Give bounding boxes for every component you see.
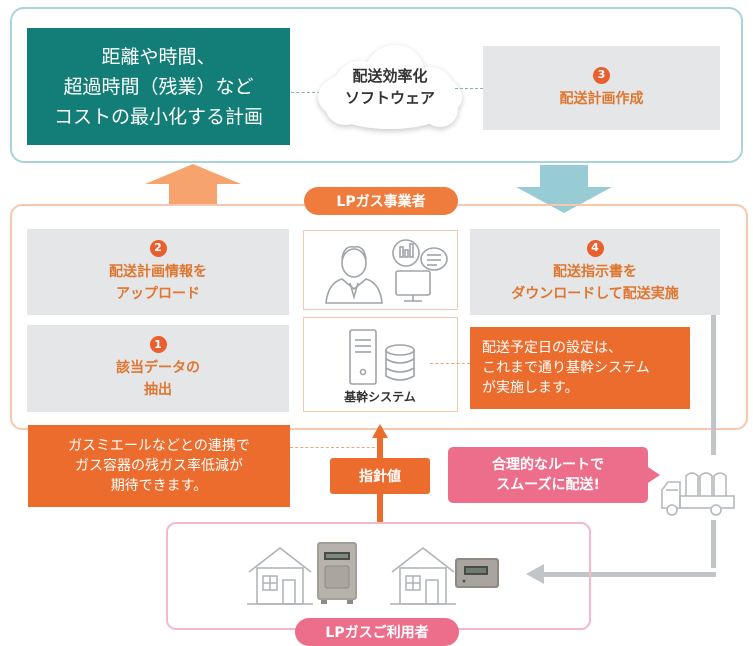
house-icon <box>247 547 313 605</box>
core-system-note: 配送予定日の設定は、 これまで通り基幹システム が実施します。 <box>470 327 690 409</box>
step4-line-1: 配送指示書を <box>553 263 637 280</box>
software-frame <box>10 7 743 163</box>
operator-card <box>303 230 458 310</box>
user-frame <box>166 522 591 630</box>
step1-line-1: 該当データの <box>116 360 200 376</box>
gas-note-line-1: ガスミエールなどとの連携で <box>68 438 250 454</box>
gas-meter-icon <box>317 542 357 604</box>
step2-box: 2 配送計画情報を アップロード <box>27 229 289 315</box>
smart-meter-icon <box>455 558 499 588</box>
route-line-left <box>540 572 716 577</box>
step3-box: 3 配送計画作成 <box>483 46 720 130</box>
note-line-3: が実施します。 <box>482 380 579 396</box>
house-icon-2 <box>390 547 456 605</box>
step1-box: 1 該当データの 抽出 <box>27 325 289 412</box>
goal-connector <box>291 92 331 93</box>
user-label: LPガスご利用者 <box>295 618 459 646</box>
route-pointer-icon <box>648 467 660 483</box>
gas-meter-note: ガスミエールなどとの連携で ガス容器の残ガス率低減が 期待できます。 <box>28 425 290 507</box>
step2-line-2: アップロード <box>116 285 200 302</box>
core-system-label: 基幹システム <box>344 390 416 404</box>
delivery-truck-icon <box>661 472 735 516</box>
goal-line-1: 距離や時間、 <box>101 45 216 68</box>
software-line-1: 配送効率化 <box>352 67 428 85</box>
step4-number: 4 <box>586 239 604 257</box>
step1-number: 1 <box>149 336 167 353</box>
goal-line-2: 超過時間（残業）など <box>63 75 254 98</box>
step1-line-2: 抽出 <box>144 382 172 398</box>
note-connector <box>430 363 470 364</box>
step4-line-2: ダウンロードして配送実施 <box>511 285 679 302</box>
step3-number: 3 <box>593 66 610 84</box>
step4-box: 4 配送指示書を ダウンロードして配送実施 <box>470 229 720 315</box>
step2-number: 2 <box>149 239 167 257</box>
note-line-2: これまで通り基幹システム <box>482 360 650 376</box>
route-line-2: スムーズに配送! <box>496 477 600 493</box>
cloud-icon <box>318 45 462 129</box>
optimization-goal-box: 距離や時間、 超過時間（残業）など コストの最小化する計画 <box>27 28 290 145</box>
step3-label: 配送計画作成 <box>559 90 644 107</box>
route-arrowhead-icon <box>526 564 544 584</box>
gas-note-line-2: ガス容器の残ガス率低減が <box>75 458 243 474</box>
goal-line-3: コストの最小化する計画 <box>53 105 263 128</box>
indicator-arrowhead-icon <box>372 424 388 438</box>
operator-computer-icon <box>325 239 448 304</box>
provider-label: LPガス事業者 <box>304 187 458 215</box>
indicator-label: 指針値 <box>330 458 430 494</box>
download-arrow-icon <box>516 165 612 213</box>
core-system-card: 基幹システム <box>303 317 458 412</box>
software-label: 配送効率化 ソフトウェア <box>320 62 460 112</box>
note-line-1: 配送予定日の設定は、 <box>482 340 622 356</box>
software-line-2: ソフトウェア <box>344 89 435 107</box>
gas-note-connector <box>290 447 380 448</box>
gas-note-line-3: 期待できます。 <box>110 478 208 494</box>
route-line-down-2 <box>711 520 716 568</box>
route-line-1: 合理的なルートで <box>492 457 604 473</box>
step2-line-1: 配送計画情報を <box>109 263 207 280</box>
route-note: 合理的なルートで スムーズに配送! <box>448 447 648 503</box>
route-line-down <box>711 315 716 455</box>
upload-arrow-icon <box>145 164 241 206</box>
server-icon <box>349 329 415 385</box>
software-connector <box>455 88 483 89</box>
